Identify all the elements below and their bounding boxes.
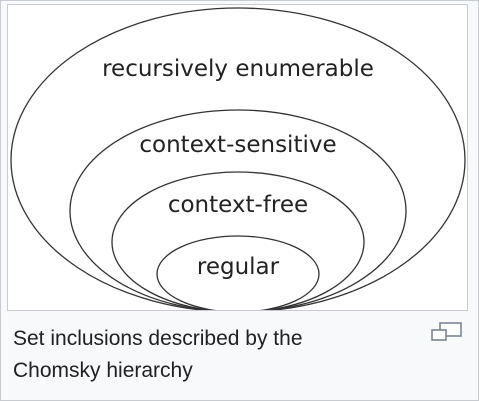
set-regular-ellipse — [156, 235, 320, 310]
enlarge-icon-svg — [431, 322, 462, 341]
label-context-free: context-free — [168, 192, 308, 218]
chomsky-hierarchy-diagram[interactable]: recursively enumerable context-sensitive… — [7, 4, 468, 311]
caption-line-1: Set inclusions described by the — [13, 327, 303, 350]
set-recursively-enumerable-ellipse — [10, 7, 466, 310]
label-recursively-enumerable: recursively enumerable — [102, 56, 374, 82]
caption-line-2: Chomsky hierarchy — [13, 359, 193, 382]
label-context-sensitive: context-sensitive — [139, 132, 336, 158]
set-context-sensitive-ellipse — [69, 109, 407, 310]
magnify-clip-icon[interactable] — [429, 321, 463, 343]
label-regular: regular — [197, 254, 280, 280]
nested-sets-svg: recursively enumerable context-sensitive… — [10, 7, 466, 310]
set-context-free-ellipse — [111, 171, 365, 310]
image-caption: Set inclusions described by the Chomsky … — [13, 323, 413, 387]
